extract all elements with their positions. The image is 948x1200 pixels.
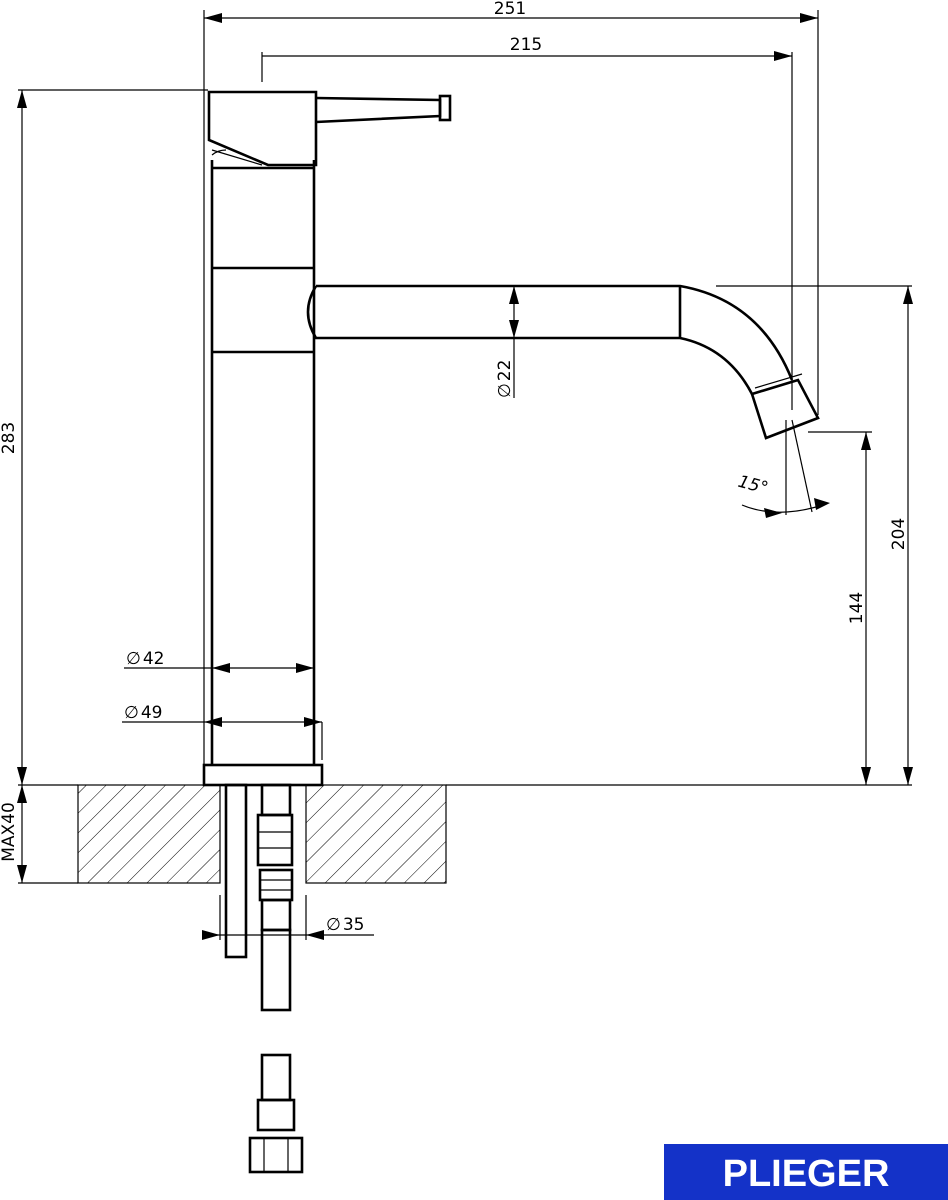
countertop <box>77 784 447 884</box>
dimension-counter-thickness: MAX40 <box>0 784 78 884</box>
dimension-label-total-reach: 251 <box>494 0 526 19</box>
dimension-hole-diameter: ∅35 <box>202 895 374 940</box>
dimension-base-diameter: ∅49 <box>122 703 323 760</box>
dimension-label-total-height: 283 <box>0 422 19 454</box>
dimension-spout-reach: 215 <box>261 35 793 410</box>
dimension-spout-height: 204 <box>716 285 913 785</box>
lever-handle <box>207 90 452 167</box>
supply-hoses <box>224 783 304 1174</box>
dimension-label-counter-thickness: MAX40 <box>0 802 19 862</box>
dimension-outlet-height: 144 <box>808 431 872 785</box>
dimension-spout-diameter: ∅22 <box>495 286 519 398</box>
dimension-label-outlet-angle: 15° <box>736 472 770 499</box>
dimension-label-spout-diameter: ∅22 <box>495 360 515 398</box>
dimension-label-spout-height: 204 <box>889 518 909 550</box>
dimension-body-diameter: ∅42 <box>124 649 314 673</box>
faucet-body <box>202 160 324 787</box>
dimension-total-reach: 251 <box>203 0 819 765</box>
dimension-total-height: 283 <box>0 89 208 785</box>
dimension-label-outlet-height: 144 <box>847 592 867 624</box>
brand-name: PLIEGER <box>723 1153 890 1195</box>
dimension-label-base-diameter: ∅49 <box>124 703 162 723</box>
dimension-label-body-diameter: ∅42 <box>126 649 164 669</box>
plieger-logo: PLIEGER <box>664 1144 948 1200</box>
spout <box>306 284 820 440</box>
dimension-label-spout-reach: 215 <box>510 35 542 55</box>
dimension-outlet-angle: 15° <box>736 419 830 518</box>
dimension-label-hole-diameter: ∅35 <box>326 915 364 935</box>
